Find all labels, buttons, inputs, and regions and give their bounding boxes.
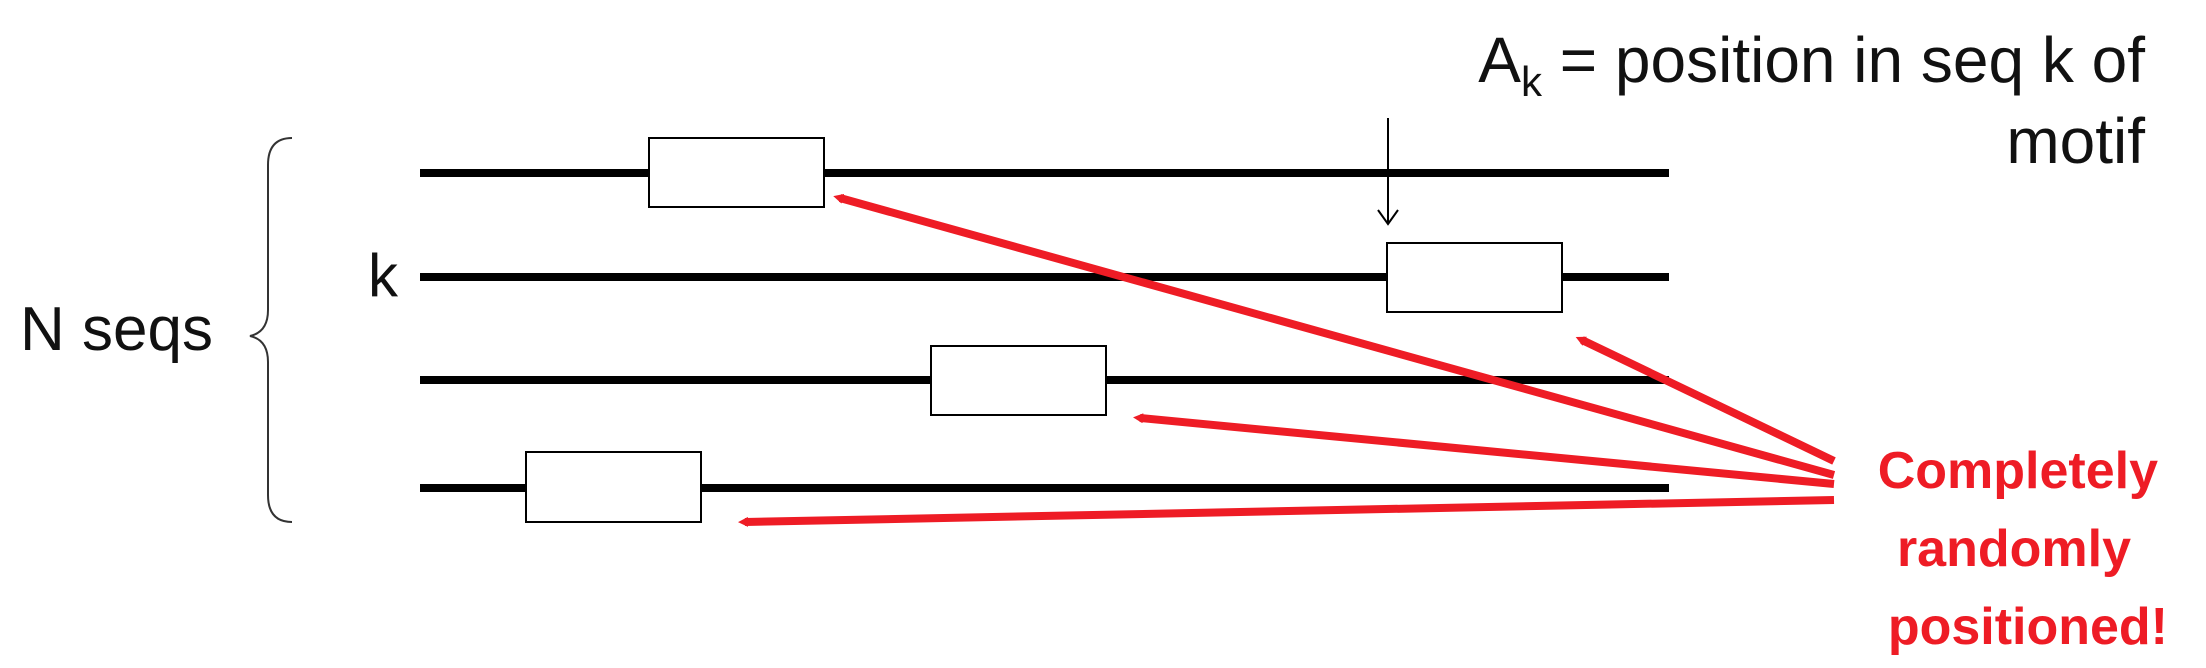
ak-pointer-arrowhead (1377, 209, 1399, 226)
red-arrow-to-box-4 (738, 496, 1835, 527)
ak-definition-line2: motif (2006, 105, 2145, 177)
motif-box-3 (930, 345, 1107, 416)
callout-randomly: randomly (1897, 520, 2131, 578)
motif-box-2 (1386, 242, 1563, 313)
motif-box-1 (648, 137, 825, 208)
k-sequence-label: k (368, 242, 399, 309)
red-arrow-to-box-2 (1575, 336, 1836, 465)
red-arrow-to-box-3 (1133, 413, 1835, 488)
ak-definition-line1: Ak = position in seq k of (1478, 24, 2145, 105)
motif-box-4 (525, 451, 702, 523)
n-seqs-label: N seqs (20, 295, 213, 364)
callout-completely: Completely (1878, 442, 2158, 500)
red-arrow-to-box-1 (833, 193, 1836, 479)
callout-positioned: positioned! (1888, 598, 2168, 656)
sequence-group-brace (249, 137, 293, 523)
